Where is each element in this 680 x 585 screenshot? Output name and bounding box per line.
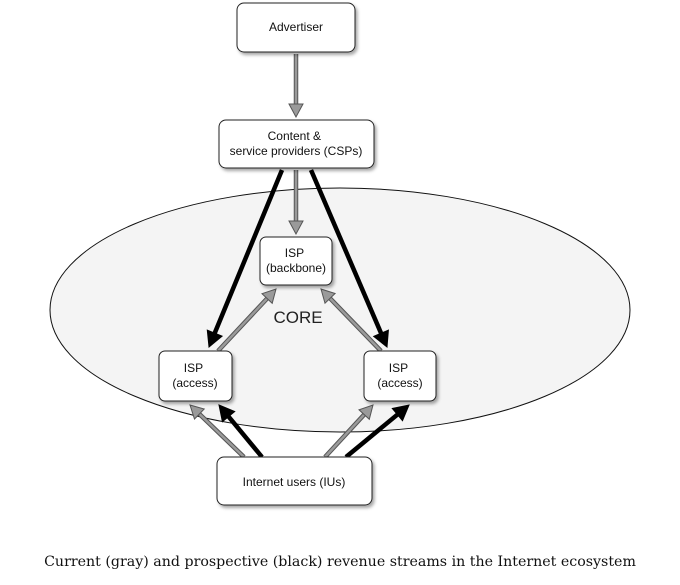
current-revenue-arrow-shaft [217,297,269,352]
prospective-revenue-arrow-head [206,329,224,348]
internet-users-label: Internet users (IUs) [243,475,346,489]
svg-text:ISP (backbone): ISP (backbone) [266,246,326,275]
prospective-revenue-arrow-shaft [212,169,285,334]
internet-users-node[interactable]: Internet users (IUs) [216,456,373,506]
prospective-revenue-arrow-shaft [344,412,399,459]
svg-text:Content & service provid: Content & service providers (CSPs) [230,129,363,158]
current-revenue-arrow-head [288,220,304,236]
current-revenue-arrow-head [189,404,206,421]
figure-caption: Current (gray) and prospective (black) r… [44,554,636,570]
current-revenue-arrow-head [320,288,337,305]
svg-text:ISP (access): ISP (access) [377,361,422,390]
current-revenue-arrow-shaft [198,413,245,458]
core-label: CORE [273,308,322,327]
current-revenue-arrow-head [288,103,304,119]
svg-text:Advertiser: Advertiser [269,20,323,34]
isp-backbone-label-line2: (backbone) [266,261,326,275]
revenue-arrows [189,54,410,459]
prospective-revenue-arrow-head [372,329,389,348]
isp-backbone-label-line1: ISP [285,246,304,260]
current-revenue-arrow-shaft [329,297,382,352]
isp-access-left-label-line2: (access) [172,376,217,390]
csp-label-line2: service providers (CSPs) [230,144,363,158]
csp-label-line1: Content & [268,129,321,143]
isp-access-right-label-line2: (access) [377,376,422,390]
prospective-revenue-arrow-head [218,404,236,423]
current-revenue-arrow-head [261,288,277,305]
svg-text:Internet users (IUs): Internet users (IUs) [243,475,346,489]
current-revenue-arrow-shaft [324,413,366,458]
current-revenue-arrow-head [358,404,374,421]
advertiser-label: Advertiser [269,20,323,34]
isp-access-left-node[interactable]: ISP (access) [158,350,233,402]
prospective-revenue-arrow-shaft [226,415,264,459]
isp-access-left-label-line1: ISP [184,361,203,375]
prospective-revenue-arrow-shaft [308,169,384,335]
svg-text:ISP (access): ISP (access) [172,361,217,390]
prospective-revenue-arrow-head [391,404,410,422]
csp-node[interactable]: Content & service providers (CSPs) [218,119,375,169]
isp-backbone-node[interactable]: ISP (backbone) [259,236,333,286]
isp-access-right-node[interactable]: ISP (access) [363,350,437,402]
advertiser-node[interactable]: Advertiser [236,2,356,53]
isp-access-right-label-line1: ISP [389,361,408,375]
